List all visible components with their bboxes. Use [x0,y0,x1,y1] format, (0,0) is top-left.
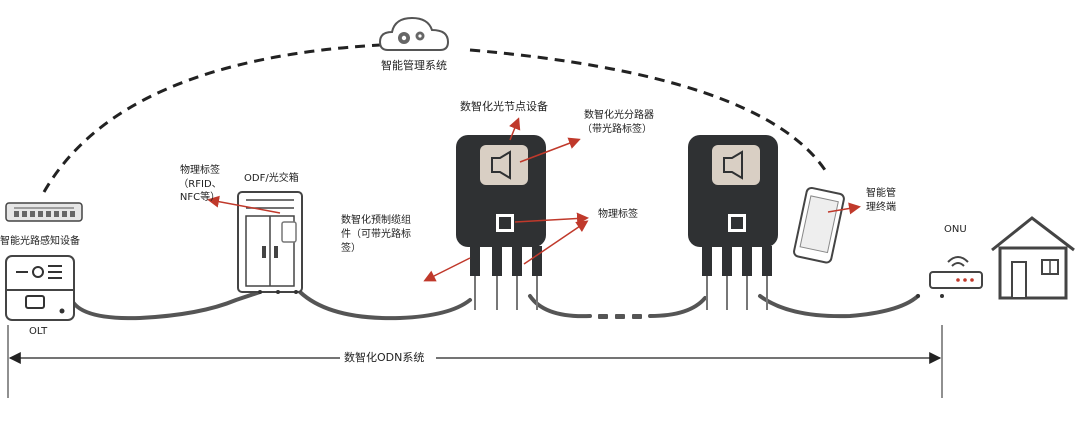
precable-label-1: 数智化预制缆组 [341,215,411,226]
precable-label-2: 件（可带光路标 [341,229,411,240]
callout-arrows [207,117,861,282]
connector-dots [258,290,944,298]
terminal-label-2: 理终端 [866,202,896,213]
node-device-label: 数智化光节点设备 [460,100,548,113]
tablet-icon [793,186,845,264]
fiber-cable [68,290,920,321]
splitter-label: 数智化光分路器 [584,110,654,121]
sensor-label: 智能光路感知设备 [0,236,80,247]
dashed-link-right [469,48,827,171]
router-icon [929,256,983,289]
physical-tag-right-label: 物理标签 [598,209,638,220]
cloud-gear-icon [378,16,450,51]
olt-icon [5,255,75,321]
house-icon [991,216,1075,300]
cloud-label: 智能管理系统 [381,59,447,72]
onu-label: ONU [944,224,967,235]
odf-label: ODF/光交箱 [244,173,299,184]
splitter-sub-label: （带光路标签） [582,124,652,135]
odn-system-label: 数智化ODN系统 [344,351,425,364]
cable-dots [598,314,642,319]
optical-node-device [456,135,546,310]
odf-cabinet-icon [237,191,303,293]
system-label-bg [340,350,436,366]
olt-label: OLT [29,326,48,337]
sensor-device-icon [5,202,83,222]
physical-tag-left-label: 物理标签 [180,165,220,176]
precable-label-3: 签） [341,243,361,254]
dashed-link-left [42,43,381,193]
physical-tag-left-sub1: （RFID、 [178,179,222,190]
terminal-label-1: 智能管 [866,188,896,199]
physical-tag-left-sub2: NFC等） [179,192,221,203]
optical-splitter-device [688,135,778,310]
